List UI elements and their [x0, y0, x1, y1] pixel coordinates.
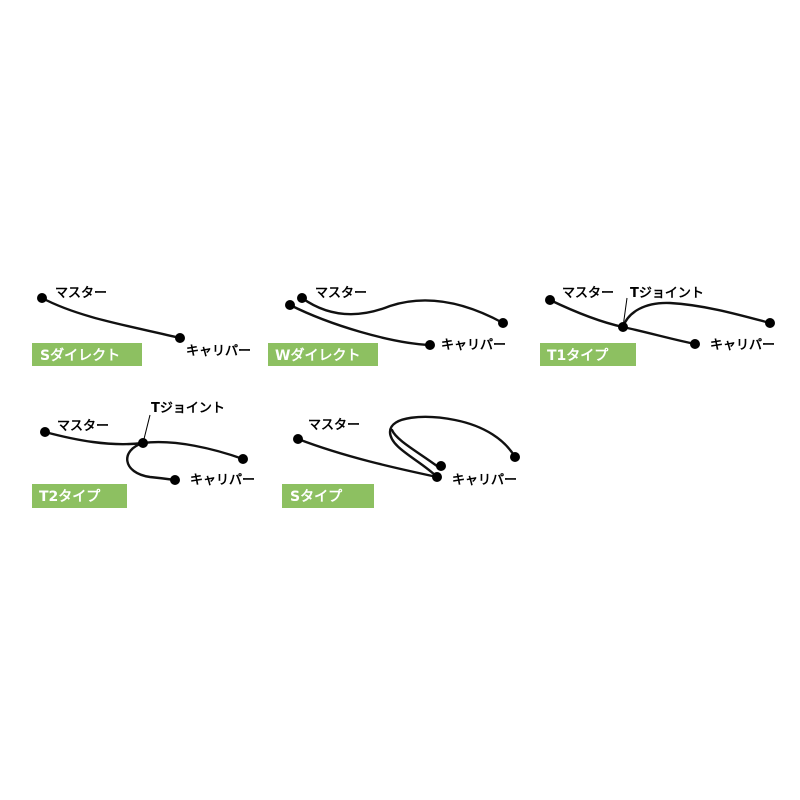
- type-tag: [268, 343, 378, 366]
- type-tag-label: Sタイプ: [290, 489, 343, 505]
- hose-line-master: [43, 430, 145, 446]
- diagram-s-direct: マスター キャリパー Sダイレクト: [32, 286, 251, 366]
- caliper-label: キャリパー: [186, 344, 251, 359]
- master-label: マスター: [55, 286, 107, 301]
- caliper-endpoint-lower: [690, 339, 700, 349]
- t-joint: [138, 438, 148, 448]
- joint-label: Tジョイント: [151, 401, 225, 416]
- caliper-endpoint: [175, 333, 185, 343]
- hose-line-upper: [300, 296, 505, 325]
- type-tag: [540, 343, 636, 366]
- master-endpoint-lower: [285, 300, 295, 310]
- hose-line-lower: [288, 303, 432, 347]
- type-tag: [32, 484, 127, 508]
- caliper-label: キャリパー: [710, 338, 775, 353]
- type-tag: [32, 343, 142, 366]
- caliper-endpoint-upper: [436, 461, 446, 471]
- hose-line-branch-upper: [621, 301, 772, 329]
- joint-label: Tジョイント: [630, 286, 704, 301]
- hose-line-loop: [296, 437, 439, 479]
- master-endpoint: [545, 295, 555, 305]
- hose-line-master: [548, 298, 625, 329]
- hose-line: [40, 296, 182, 340]
- hose-line-branch-lower: [621, 325, 697, 346]
- caliper-endpoint-lower: [432, 472, 442, 482]
- type-tag: [282, 484, 374, 508]
- master-label: マスター: [562, 286, 614, 301]
- hose-line-branch-right: [141, 440, 245, 461]
- master-endpoint-upper: [297, 293, 307, 303]
- caliper-label: キャリパー: [190, 473, 255, 488]
- diagram-t2: マスター Tジョイント キャリパー T2タイプ: [32, 401, 255, 508]
- diagram-s-type: マスター キャリパー Sタイプ: [282, 415, 520, 508]
- master-label: マスター: [308, 418, 360, 433]
- caliper-endpoint-loop: [170, 475, 180, 485]
- caliper-label: キャリパー: [452, 473, 517, 488]
- master-endpoint: [40, 427, 50, 437]
- type-tag-label: Sダイレクト: [40, 347, 120, 364]
- type-tag-label: T2タイプ: [39, 489, 101, 505]
- t-joint: [618, 322, 628, 332]
- caliper-endpoint-right: [510, 452, 520, 462]
- master-label: マスター: [57, 419, 109, 434]
- caliper-endpoint-right: [765, 318, 775, 328]
- caliper-endpoint-right: [498, 318, 508, 328]
- diagram-w-direct: マスター キャリパー Wダイレクト: [268, 286, 508, 366]
- type-tag-label: Wダイレクト: [275, 347, 360, 364]
- hose-line-return: [388, 415, 517, 479]
- master-endpoint: [37, 293, 47, 303]
- caliper-endpoint-right: [238, 454, 248, 464]
- hose-line-inner: [390, 428, 439, 468]
- master-label: マスター: [315, 286, 367, 301]
- type-tag-label: T1タイプ: [547, 348, 609, 364]
- caliper-label: キャリパー: [441, 338, 506, 353]
- hose-line-branch-loop: [126, 441, 177, 482]
- diagram-t1: マスター Tジョイント キャリパー T1タイプ: [540, 286, 775, 366]
- master-endpoint: [293, 434, 303, 444]
- caliper-endpoint-bottom: [425, 340, 435, 350]
